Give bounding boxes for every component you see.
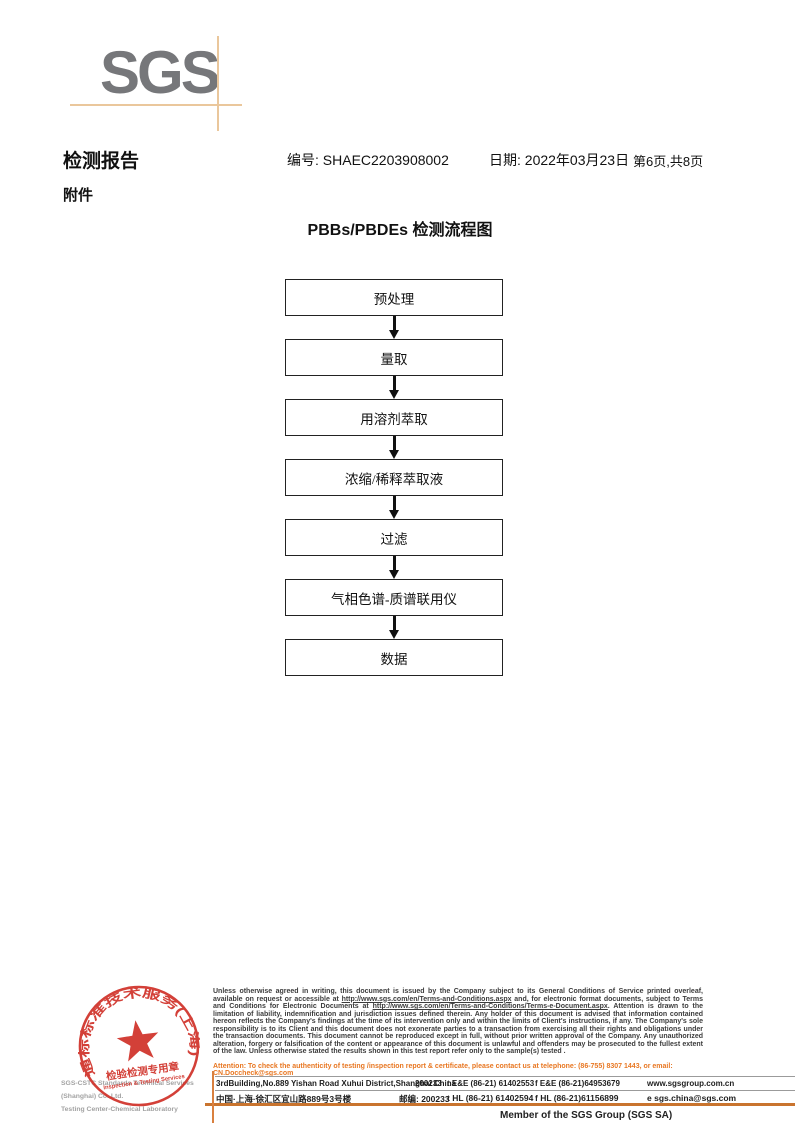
- flowchart-title: PBBs/PBDEs 检测流程图: [307, 222, 493, 239]
- legal-text-part1: Unless otherwise agreed in writing, this…: [213, 988, 703, 1003]
- logo-vertical-line: [217, 36, 219, 131]
- attachment-label: 附件: [63, 187, 94, 204]
- legal-text-part2: and, for electronic format documents, su…: [213, 995, 703, 1011]
- down-arrow-icon: [285, 496, 503, 519]
- attention-notice: Attention: To check the authenticity of …: [213, 1063, 673, 1078]
- down-arrow-icon: [285, 316, 503, 339]
- address-row-cn: 中国·上海·徐汇区宜山路889号3号楼 邮编: 200233 t HL (86-…: [216, 1091, 798, 1104]
- flow-step-concentrate-dilute: 浓缩/稀释萃取液: [285, 459, 503, 496]
- down-arrow-icon: [285, 616, 503, 639]
- postal-code: 200233: [415, 1079, 442, 1088]
- legal-disclaimer: Unless otherwise agreed in writing, this…: [213, 988, 703, 1056]
- fax-cn: f HL (86-21)61156899: [535, 1093, 619, 1103]
- sgs-member-note: Member of the SGS Group (SGS SA): [500, 1110, 673, 1121]
- company-name: SGS-CSTC Standards Technical Services (S…: [61, 1080, 194, 1100]
- legal-text-part3: . Attention is drawn to the limitation o…: [213, 1003, 703, 1055]
- report-number: 编号: SHAEC2203908002: [287, 152, 449, 168]
- company-name-block: SGS-CSTC Standards Technical Services (S…: [61, 1077, 226, 1116]
- address-en: 3rdBuilding,No.889 Yishan Road Xuhui Dis…: [216, 1079, 457, 1088]
- footer-horizontal-line: [205, 1103, 795, 1106]
- page-indicator: 第6页,共8页: [633, 154, 704, 169]
- terms-e-document-url: http://www.sgs.com/en/Terms-and-Conditio…: [372, 1003, 608, 1010]
- logo-horizontal-line: [70, 104, 242, 106]
- report-date: 日期: 2022年03月23日: [489, 152, 630, 168]
- postal-code-cn: 邮编: 200233: [399, 1094, 450, 1104]
- flow-step-measure: 量取: [285, 339, 503, 376]
- flow-step-gcms: 气相色谱-质谱联用仪: [285, 579, 503, 616]
- flow-step-pretreatment: 预处理: [285, 279, 503, 316]
- down-arrow-icon: [285, 376, 503, 399]
- star-icon: [116, 1020, 159, 1062]
- flow-step-filter: 过滤: [285, 519, 503, 556]
- inspection-stamp-icon: 通标标准技术服务(上海)有限公司 检验检测专用章 Inspection & Te…: [66, 974, 205, 1107]
- flow-step-solvent-extraction: 用溶剂萃取: [285, 399, 503, 436]
- telephone-cn: t HL (86-21) 61402594: [447, 1093, 534, 1103]
- address-cn: 中国·上海·徐汇区宜山路889号3号楼: [216, 1094, 352, 1104]
- company-department: Testing Center-Chemical Laboratory: [61, 1106, 178, 1113]
- address-row-en: 3rdBuilding,No.889 Yishan Road Xuhui Dis…: [216, 1077, 798, 1090]
- footer-vertical-line: [212, 1071, 214, 1123]
- address-row-divider: [215, 1090, 795, 1091]
- fax: f E&E (86-21)64953679: [535, 1079, 620, 1088]
- email: e sgs.china@sgs.com: [647, 1093, 737, 1103]
- report-title: 检测报告: [63, 151, 140, 172]
- down-arrow-icon: [285, 556, 503, 579]
- flowchart: 预处理 量取 用溶剂萃取 浓缩/稀释萃取液 过滤 气相色谱-质谱联用仪 数据: [285, 279, 503, 676]
- address-top-divider: [215, 1076, 795, 1077]
- flow-step-data: 数据: [285, 639, 503, 676]
- terms-url: http://www.sgs.com/en/Terms-and-Conditio…: [341, 995, 512, 1003]
- telephone: t E&E (86-21) 61402553: [447, 1079, 535, 1088]
- sgs-logo: SGS: [100, 39, 221, 106]
- down-arrow-icon: [285, 436, 503, 459]
- website: www.sgsgroup.com.cn: [647, 1079, 735, 1088]
